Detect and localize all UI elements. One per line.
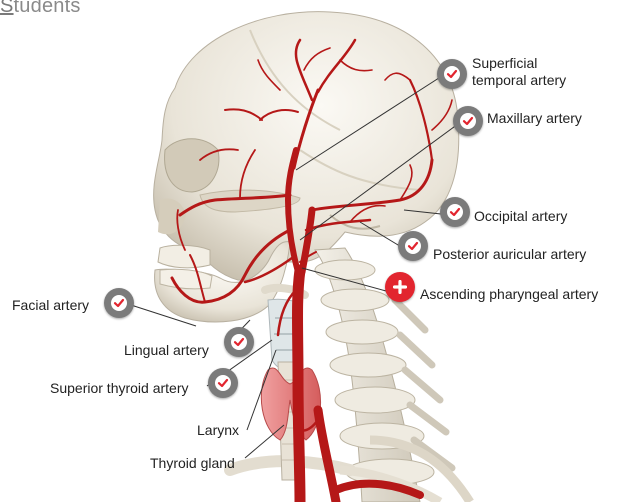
posterior-auricular-badge[interactable]: [398, 231, 428, 261]
check-icon: [443, 65, 461, 83]
lingual-label: Lingual artery: [124, 342, 209, 359]
ascending-pharyngeal-badge[interactable]: [385, 272, 415, 302]
posterior-auricular-label: Posterior auricular artery: [433, 246, 586, 263]
check-icon: [230, 333, 248, 351]
superficial-temporal-badge[interactable]: [437, 59, 467, 89]
check-icon: [459, 112, 477, 130]
larynx-label: Larynx: [197, 422, 239, 439]
superior-thyroid-badge[interactable]: [208, 368, 238, 398]
plus-icon: [393, 280, 407, 294]
occipital-label: Occipital artery: [474, 208, 567, 225]
check-icon: [110, 294, 128, 312]
superficial-temporal-label-line2: temporal artery: [472, 72, 566, 89]
occipital-badge[interactable]: [440, 197, 470, 227]
lower-teeth: [160, 269, 212, 289]
maxillary-badge[interactable]: [453, 106, 483, 136]
facial-label: Facial artery: [12, 297, 89, 314]
superficial-temporal-label-line1: Superficial: [472, 55, 537, 72]
check-icon: [214, 374, 232, 392]
superior-thyroid-label: Superior thyroid artery: [50, 380, 189, 397]
thyroid-gland-label: Thyroid gland: [150, 455, 235, 472]
check-icon: [446, 203, 464, 221]
lingual-badge[interactable]: [224, 327, 254, 357]
check-icon: [404, 237, 422, 255]
facial-badge[interactable]: [104, 288, 134, 318]
maxillary-label: Maxillary artery: [487, 110, 582, 127]
ascending-pharyngeal-label: Ascending pharyngeal artery: [420, 286, 598, 303]
